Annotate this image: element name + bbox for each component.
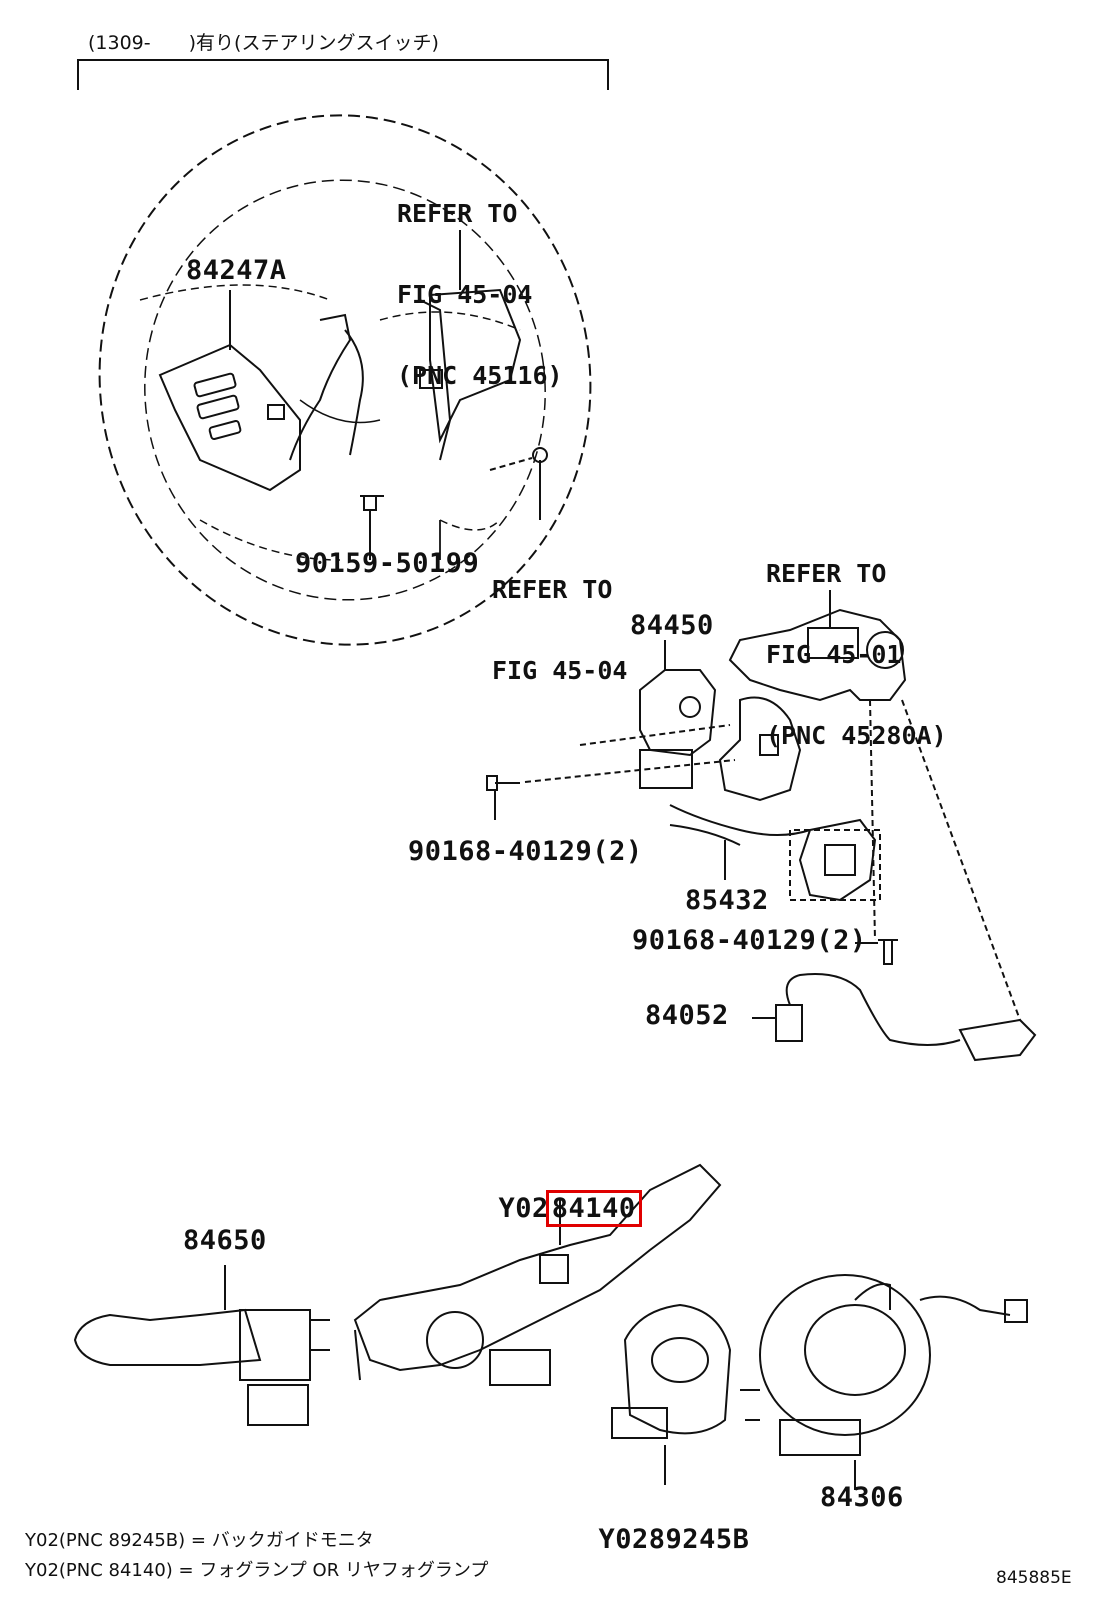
part-84140-switch (353, 1163, 722, 1386)
footnote-89245B: Y02(PNC 89245B) = バックガイドモニタ (25, 1530, 374, 1551)
ref3-line1: REFER TO (766, 559, 887, 588)
part-label-90168-40129-upper[interactable]: 90168-40129(2) (408, 836, 643, 867)
ref1-line3: (PNC 45116) (397, 361, 563, 390)
part-label-85432[interactable]: 85432 (685, 885, 769, 916)
ref2-line2: FIG 45-04 (492, 656, 628, 685)
part-label-84306[interactable]: 84306 (820, 1482, 904, 1513)
ref3-line3: (PNC 45280A) (766, 721, 947, 750)
group-range-note: (1309- )有り(ステアリングスイッチ) (88, 32, 439, 54)
part-label-89245B[interactable]: 89245B (648, 1524, 750, 1555)
screw-90159 (360, 495, 384, 560)
screw-90168-lower (855, 939, 898, 965)
reference-fig-45-04-pnc-45116: REFER TO FIG 45-04 (PNC 45116) (397, 146, 563, 416)
ref1-line2: FIG 45-04 (397, 280, 533, 309)
part-label-84650[interactable]: 84650 (183, 1225, 267, 1256)
ref2-line1: REFER TO (492, 575, 613, 604)
part-pad-45116 (419, 230, 522, 461)
screw-90168-upper (486, 724, 736, 820)
part-84650-lever (73, 1265, 330, 1426)
part-89245B-sensor (611, 1303, 732, 1485)
figure-id: 845885E (996, 1568, 1072, 1588)
footnote-84140: Y02(PNC 84140) = フォグランプ OR リヤフォグランプ (25, 1560, 489, 1581)
part-84306-spiral-cable (740, 1274, 1028, 1490)
part-label-90168-40129-lower[interactable]: 90168-40129(2) (632, 925, 867, 956)
part-84052-cable (752, 699, 1037, 1062)
ref3-line2: FIG 45-01 (766, 640, 902, 669)
part-label-84140-prefix: Y02 (498, 1193, 549, 1224)
reference-fig-45-01-pnc-45280a: REFER TO FIG 45-01 (PNC 45280A) (766, 506, 947, 776)
group-bracket (77, 59, 609, 90)
part-84247A-switch (158, 290, 301, 492)
part-harness (267, 313, 364, 461)
part-label-89245B-group: Y0289245B (565, 1493, 749, 1555)
part-85432-bracket (669, 804, 881, 902)
part-label-89245B-prefix: Y02 (598, 1524, 649, 1555)
part-label-84052[interactable]: 84052 (645, 1000, 729, 1031)
steering-wheel (98, 114, 592, 646)
part-column-housing (718, 590, 907, 802)
part-label-90159-50199[interactable]: 90159-50199 (295, 548, 480, 579)
part-label-84247A[interactable]: 84247A (186, 255, 287, 286)
screw-45-04 (489, 447, 548, 520)
reference-fig-45-04: REFER TO FIG 45-04 (492, 522, 627, 711)
ref1-line1: REFER TO (397, 199, 518, 228)
part-label-84450[interactable]: 84450 (630, 610, 714, 641)
part-label-84140-highlighted[interactable]: 84140 (545, 1190, 642, 1227)
